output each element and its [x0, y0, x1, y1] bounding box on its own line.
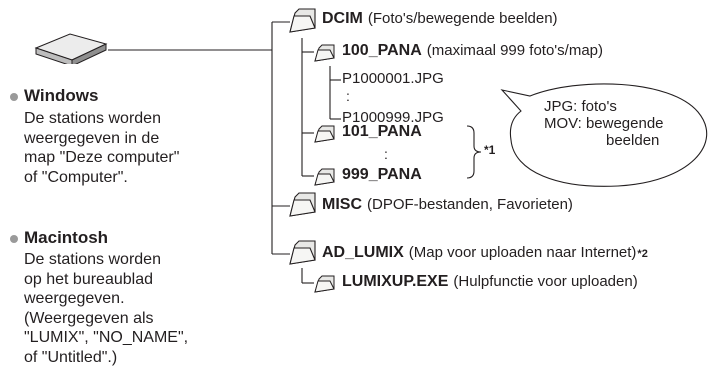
- folder-101-pana: 101_PANA: [342, 123, 427, 141]
- mac-description: De stations worden op het bureaublad wee…: [24, 250, 188, 367]
- folder-misc: MISC (DPOF-bestanden, Favorieten): [322, 196, 573, 214]
- folder-icon: [314, 44, 335, 62]
- mac-line-6: of "Untitled".): [24, 348, 118, 366]
- folder-ad-lumix: AD_LUMIX (Map voor uploaden naar Interne…: [322, 244, 648, 262]
- windows-description: De stations worden weergegeven in de map…: [24, 109, 179, 187]
- folder-100-pana: 100_PANA (maximaal 999 foto's/map): [342, 42, 603, 60]
- mac-line-5: "LUMIX", "NO_NAME",: [24, 329, 189, 346]
- folder-100-pana-name: 100_PANA: [342, 42, 422, 59]
- folder-misc-desc: (DPOF-bestanden, Favorieten): [367, 196, 573, 213]
- note-marker-2: *2: [637, 248, 648, 260]
- folder-icon: [289, 8, 316, 33]
- folder-ad-lumix-name: AD_LUMIX: [322, 244, 404, 261]
- mac-line-2: op het bureaublad: [24, 270, 153, 288]
- folder-icon: [314, 168, 335, 186]
- note-marker-1: *1: [484, 143, 496, 157]
- bubble-text: JPG: foto's MOV: bewegende beelden: [544, 98, 664, 149]
- windows-line-3: map "Deze computer": [24, 149, 180, 166]
- folder-icon: [314, 125, 335, 143]
- folder-dcim: DCIM (Foto's/bewegende beelden): [322, 10, 558, 28]
- folder-999-pana: 999_PANA: [342, 166, 427, 184]
- file-ellipsis: :: [346, 88, 350, 104]
- folder-100-pana-desc: (maximaal 999 foto's/map): [426, 42, 604, 59]
- mac-line-3: weergegeven.: [24, 290, 125, 307]
- windows-line-2: weergegeven in de: [24, 129, 160, 147]
- bubble-line-1: JPG: foto's: [544, 98, 617, 115]
- folder-101-pana-name: 101_PANA: [342, 123, 422, 140]
- windows-line-4: of "Computer".: [24, 168, 128, 186]
- folder-dcim-name: DCIM: [322, 10, 363, 27]
- file-first: P1000001.JPG: [342, 70, 444, 87]
- mac-line-4: (Weergegeven als: [24, 309, 154, 327]
- windows-line-1: De stations worden: [24, 110, 161, 127]
- mac-bullet: [10, 235, 18, 243]
- folder-ad-lumix-desc: (Map voor uploaden naar Internet): [408, 244, 637, 261]
- folder-icon: [289, 192, 316, 217]
- mac-line-1: De stations worden: [24, 251, 161, 268]
- file-last: P1000999.JPG: [342, 109, 444, 126]
- speech-bubble: [500, 83, 708, 187]
- windows-title: Windows: [24, 86, 99, 105]
- folder-icon: [314, 275, 335, 293]
- mac-title: Macintosh: [24, 228, 109, 247]
- folder-999-pana-name: 999_PANA: [342, 166, 422, 183]
- folder-ellipsis: :: [384, 146, 388, 162]
- drive-icon: [34, 33, 108, 64]
- windows-bullet: [10, 93, 18, 101]
- bubble-line-3: beelden: [606, 132, 660, 149]
- folder-dcim-desc: (Foto's/bewegende beelden): [367, 10, 558, 27]
- file-lumixup: LUMIXUP.EXE (Hulpfunctie voor uploaden): [342, 273, 638, 291]
- folder-icon: [289, 240, 316, 265]
- folder-misc-name: MISC: [322, 196, 362, 213]
- file-lumixup-name: LUMIXUP.EXE: [342, 273, 449, 290]
- bubble-line-2: MOV: bewegende: [544, 115, 664, 132]
- file-lumixup-desc: (Hulpfunctie voor uploaden): [453, 273, 638, 290]
